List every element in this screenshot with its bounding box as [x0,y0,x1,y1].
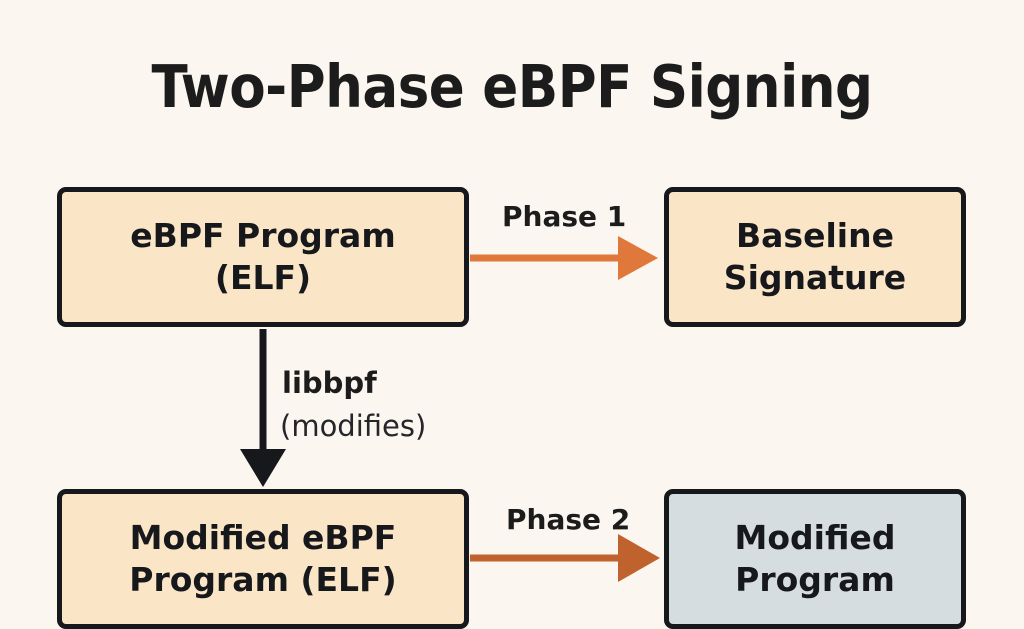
node-baseline-signature-line1: Baseline [736,216,894,256]
node-ebpf-program-line2: (ELF) [214,258,312,297]
edge-label-libbpf-sublabel: (modifies) [280,409,427,443]
node-ebpf-program-label: eBPF Program (ELF) [76,215,450,298]
edge-phase-2-arrow [470,534,660,582]
node-modified-ebpf-program[interactable]: Modified eBPF Program (ELF) [57,489,469,629]
edge-phase-1-arrow [470,236,658,280]
node-ebpf-program-line1: eBPF Program [130,216,396,256]
edge-label-phase-2: Phase 2 [506,503,631,536]
node-modified-program-line1: Modified [734,518,896,558]
diagram-canvas: Two-Phase eBPF Signing eBPF Program (ELF… [57,52,966,629]
edge-libbpf-arrow [240,329,286,487]
node-modified-program[interactable]: Modified Program [664,489,966,629]
page-title: Two-Phase eBPF Signing [151,52,873,121]
node-baseline-signature-line2: Signature [723,258,907,297]
node-modified-ebpf-program-line2: Program (ELF) [129,560,397,599]
node-modified-program-label: Modified Program [683,517,947,600]
edge-label-libbpf: libbpf [282,366,377,400]
node-modified-ebpf-program-label: Modified eBPF Program (ELF) [76,517,450,600]
node-ebpf-program[interactable]: eBPF Program (ELF) [57,187,469,327]
node-baseline-signature[interactable]: Baseline Signature [664,187,966,327]
node-modified-ebpf-program-line1: Modified eBPF [129,518,397,558]
node-modified-program-line2: Program [735,560,895,599]
node-baseline-signature-label: Baseline Signature [683,215,947,298]
edge-label-phase-1: Phase 1 [502,200,627,233]
